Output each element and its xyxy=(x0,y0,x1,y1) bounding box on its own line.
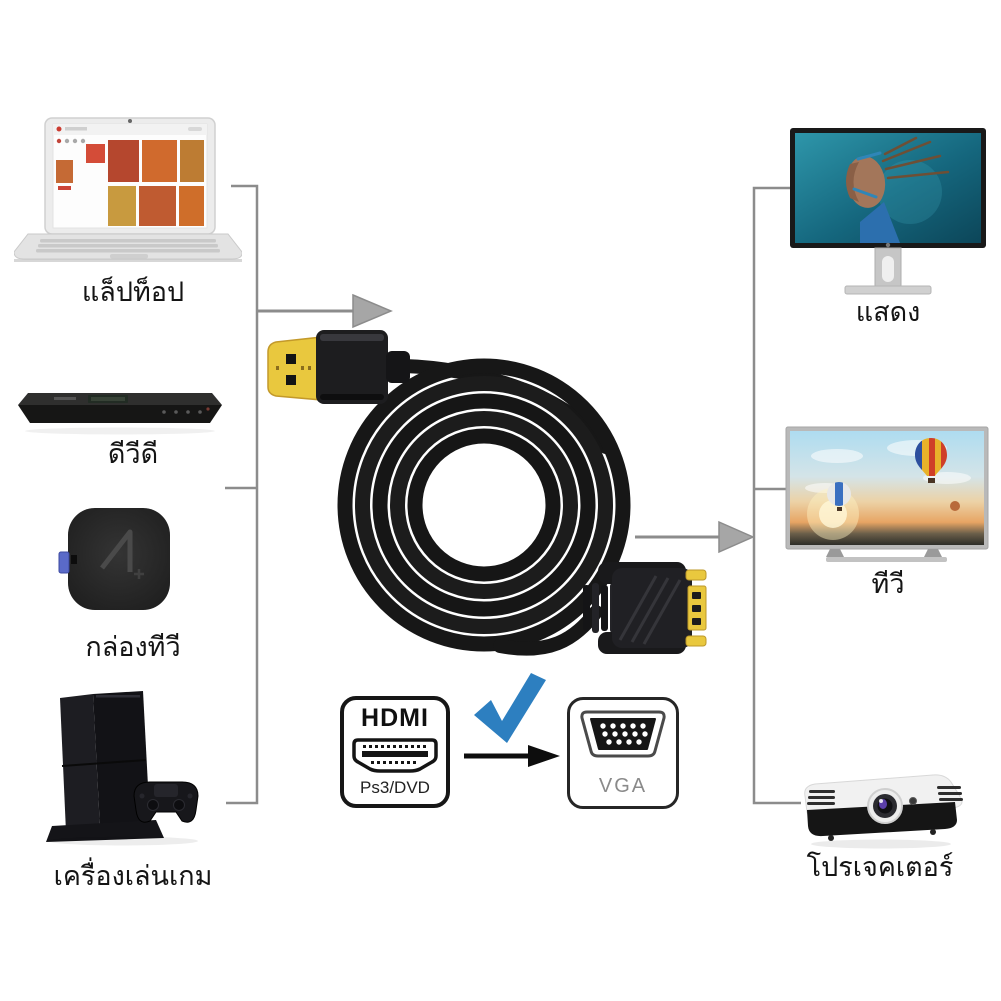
hdmi-connector-icon xyxy=(352,737,438,773)
vga-box-label: VGA xyxy=(598,775,648,797)
game-console-label: เครื่องเล่นเกม xyxy=(53,861,213,891)
tv-box-label: กล่องทีวี xyxy=(85,632,181,662)
right-direction-arrow-icon xyxy=(635,520,755,554)
tv-box-image xyxy=(56,506,180,616)
vga-connector-icon xyxy=(580,710,666,758)
hdmi-box-title: HDMI xyxy=(361,704,429,732)
tv-image xyxy=(785,426,989,566)
cable-coil xyxy=(337,358,631,652)
laptop-image xyxy=(13,112,243,272)
hdmi-plug-gold xyxy=(267,330,410,404)
converts-to-arrow-icon xyxy=(464,745,560,767)
dvd-player-label: ดีวีดี xyxy=(107,439,159,469)
hdmi-source-box: HDMI Ps3/DVD xyxy=(340,696,450,808)
left-bracket-lines xyxy=(225,184,259,805)
dvd-player-image xyxy=(14,385,226,437)
laptop-label: แล็ปท็อป xyxy=(81,277,185,307)
blue-check-icon xyxy=(474,673,546,743)
game-console-image xyxy=(38,686,218,848)
projector-label: โปรเจคเตอร์ xyxy=(806,852,954,882)
vga-output-box: VGA xyxy=(567,697,679,809)
left-direction-arrow-icon xyxy=(257,293,393,329)
monitor-image xyxy=(788,126,988,296)
right-bracket-lines xyxy=(752,186,801,805)
monitor-label: แสดง xyxy=(855,297,921,327)
hdmi-box-subtitle: Ps3/DVD xyxy=(360,778,430,797)
projector-image xyxy=(791,770,971,850)
tv-label: ทีวี xyxy=(871,569,905,599)
vga-plug-gold xyxy=(583,562,707,654)
